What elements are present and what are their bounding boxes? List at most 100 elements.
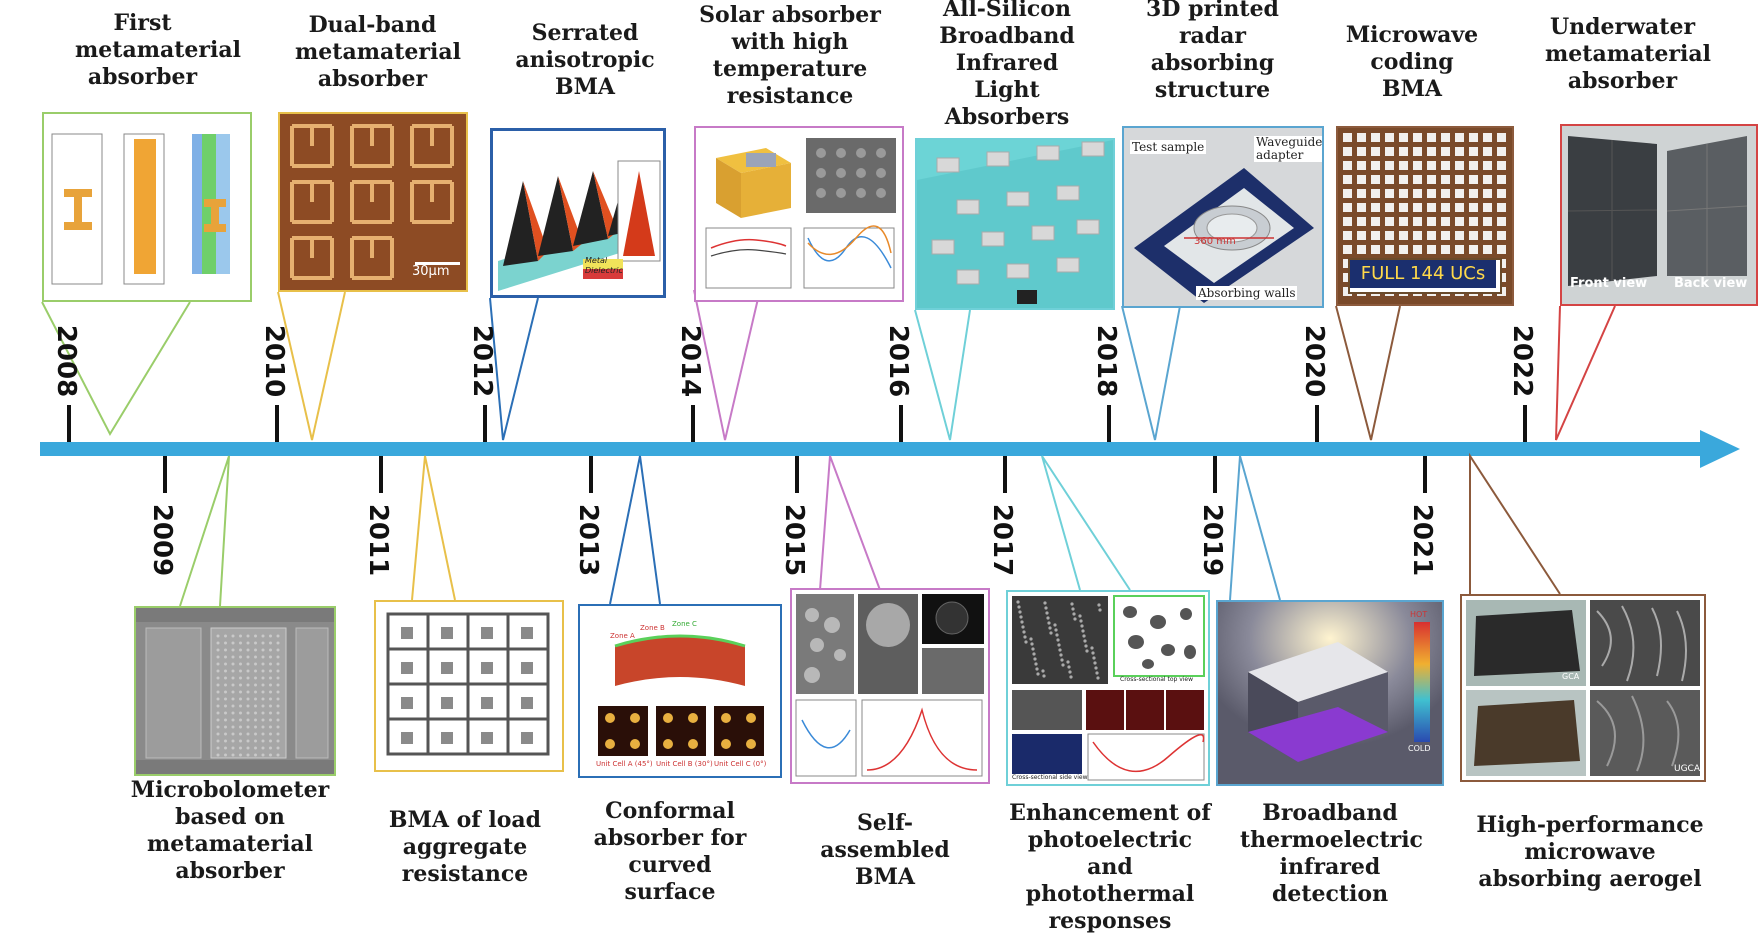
- label-unit-a: Unit Cell A (45°): [596, 760, 653, 768]
- pixel-dot: [231, 690, 235, 694]
- coding-unit-cell: [1343, 231, 1352, 240]
- coding-unit-cell: [1497, 245, 1506, 254]
- pixel-dot: [269, 732, 272, 736]
- pixel-dot: [254, 753, 257, 757]
- pixel-dot: [261, 641, 265, 645]
- coding-unit-cell: [1455, 203, 1464, 212]
- nanoparticle-dot: [1061, 663, 1065, 667]
- pixel-dot: [261, 669, 265, 673]
- pixel-dot: [254, 697, 257, 701]
- pixel-dot: [276, 711, 280, 715]
- pixel-dot: [239, 718, 242, 722]
- coding-unit-cell: [1483, 175, 1492, 184]
- pixel-dot: [224, 634, 227, 638]
- pixel-dot: [254, 683, 257, 687]
- pixel-dot: [269, 718, 272, 722]
- coding-unit-cell: [1385, 175, 1394, 184]
- title-2012: Serrated anisotropic BMA: [515, 20, 655, 100]
- pixel-dot: [276, 690, 280, 694]
- panel-2018: Test sample Waveguide adapter 360 mm Abs…: [1122, 126, 1324, 308]
- coding-unit-cell: [1455, 133, 1464, 142]
- coding-unit-cell: [1357, 217, 1366, 226]
- pixel-dot: [239, 746, 242, 750]
- nanoparticle-dot: [1055, 633, 1059, 637]
- coding-unit-cell: [1441, 189, 1450, 198]
- nanoparticle-dot: [1094, 666, 1098, 670]
- coding-unit-cell: [1497, 203, 1506, 212]
- coding-unit-cell: [1399, 133, 1408, 142]
- coding-unit-cell: [1469, 245, 1478, 254]
- year-2021: 2021: [1407, 503, 1438, 577]
- title-2021: High-performance microwave absorbing aer…: [1476, 812, 1704, 892]
- nanoparticle-dot: [1035, 667, 1039, 671]
- pixel-dot: [261, 718, 265, 722]
- coding-unit-cell: [1483, 245, 1492, 254]
- pixel-dot: [224, 655, 227, 659]
- label-cross-top: Cross-sectional top view: [1120, 676, 1194, 683]
- pixel-dot: [254, 725, 257, 729]
- nanoparticle-dot: [1020, 620, 1024, 624]
- pixel-dot: [261, 690, 265, 694]
- pixel-dot: [254, 676, 257, 680]
- pixel-dot: [246, 718, 250, 722]
- pixel-dot: [246, 634, 250, 638]
- coding-unit-cell: [1385, 189, 1394, 198]
- pixel-dot: [261, 683, 265, 687]
- pixel-dot: [239, 683, 242, 687]
- panel-2021: GCA UGCA: [1460, 594, 1706, 782]
- pixel-dot: [246, 683, 250, 687]
- nanoparticle-dot: [1053, 623, 1057, 627]
- pixel-dot: [269, 739, 272, 743]
- pixel-dot: [276, 725, 280, 729]
- pixel-dot: [231, 655, 235, 659]
- label-cross-side: Cross-sectional side view: [1012, 774, 1088, 781]
- coding-unit-cell: [1441, 231, 1450, 240]
- coding-unit-cell: [1357, 147, 1366, 156]
- coding-unit-cell: [1371, 217, 1380, 226]
- pixel-dot: [269, 662, 272, 666]
- nanoparticle-dot: [1082, 634, 1086, 638]
- label-zone-a: Zone A: [610, 632, 635, 640]
- coding-unit-cell: [1441, 203, 1450, 212]
- coding-unit-cell: [1399, 203, 1408, 212]
- pixel-dot: [224, 676, 227, 680]
- coding-unit-cell: [1497, 133, 1506, 142]
- pixel-dot: [246, 746, 250, 750]
- title-2017: Enhancement of photoelectric and phototh…: [1009, 800, 1211, 934]
- pixel-dot: [246, 648, 250, 652]
- coding-unit-cell: [1343, 175, 1352, 184]
- title-2018: 3D printed radar absorbing structure: [1146, 0, 1279, 103]
- coding-unit-cell: [1399, 231, 1408, 240]
- coding-unit-cell: [1357, 189, 1366, 198]
- coding-unit-cell: [1371, 161, 1380, 170]
- coding-unit-cell: [1371, 189, 1380, 198]
- pixel-dot: [231, 641, 235, 645]
- label-dim-360: 360 mm: [1194, 236, 1236, 247]
- pixel-dot: [269, 697, 272, 701]
- coding-unit-cell: [1385, 203, 1394, 212]
- pixel-dot: [224, 725, 227, 729]
- label-front-view: Front view: [1570, 276, 1648, 291]
- pixel-dot: [246, 732, 250, 736]
- pixel-dot: [224, 648, 227, 652]
- title-2015: Self-assembled BMA: [820, 810, 950, 890]
- panel-2008: [42, 112, 252, 302]
- label-ugca: UGCA: [1674, 764, 1701, 774]
- coding-unit-cell: [1455, 175, 1464, 184]
- coding-unit-cell: [1413, 203, 1422, 212]
- pixel-dot: [246, 662, 250, 666]
- nanoparticle-dot: [1079, 619, 1083, 623]
- pixel-dot: [246, 690, 250, 694]
- coding-unit-cell: [1483, 231, 1492, 240]
- nanoparticle-dot: [1059, 653, 1063, 657]
- nanoparticle-dot: [1078, 614, 1082, 618]
- coding-unit-cell: [1455, 147, 1464, 156]
- year-2011: 2011: [363, 503, 394, 577]
- nanoparticle-dot: [1073, 617, 1077, 621]
- year-2016: 2016: [883, 324, 914, 398]
- coding-unit-cell: [1357, 133, 1366, 142]
- nanoparticle-dot: [1036, 672, 1040, 676]
- pixel-dot: [269, 753, 272, 757]
- coding-unit-cell: [1413, 161, 1422, 170]
- timeline-axis: [40, 442, 1708, 456]
